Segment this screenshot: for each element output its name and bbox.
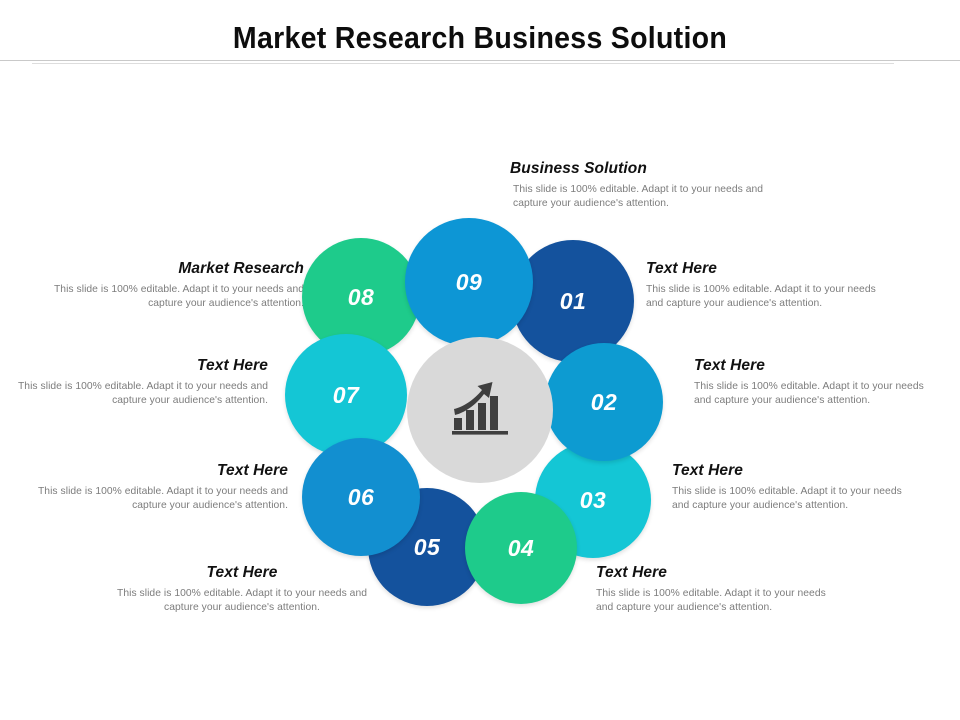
growth-bar-chart-icon (448, 380, 512, 440)
diagram-node-06-label: 06 (347, 483, 375, 510)
text-block-bottom-left: Text Here This slide is 100% editable. A… (112, 564, 372, 615)
text-block-business-solution: Business Solution This slide is 100% edi… (510, 160, 810, 211)
diagram-node-01-label: 01 (559, 287, 587, 314)
text-block-right-low-body: This slide is 100% editable. Adapt it to… (672, 486, 902, 511)
title-divider-inner (32, 63, 894, 64)
text-block-right-low: Text Here This slide is 100% editable. A… (672, 462, 960, 513)
page-title: Market Research Business Solution (232, 20, 728, 55)
text-block-left-low: Text Here This slide is 100% editable. A… (28, 462, 288, 513)
diagram-node-07[interactable]: 07 (285, 334, 407, 456)
text-block-left-mid: Text Here This slide is 100% editable. A… (8, 357, 268, 408)
text-block-right-low-heading: Text Here (672, 462, 743, 479)
diagram-node-01[interactable]: 01 (512, 240, 634, 362)
diagram-node-05-label: 05 (413, 533, 441, 560)
text-block-right-top-heading: Text Here (646, 260, 717, 277)
diagram-node-04-label: 04 (507, 534, 535, 561)
diagram-node-02[interactable]: 02 (545, 343, 663, 461)
text-block-left-low-body: This slide is 100% editable. Adapt it to… (37, 486, 288, 511)
text-block-right-mid: Text Here This slide is 100% editable. A… (694, 357, 960, 408)
text-block-market-research-heading: Market Research (178, 260, 304, 277)
text-block-left-mid-body: This slide is 100% editable. Adapt it to… (17, 381, 268, 406)
text-block-bottom-left-body: This slide is 100% editable. Adapt it to… (116, 588, 368, 613)
text-block-right-mid-heading: Text Here (694, 357, 765, 374)
text-block-bottom-right-body: This slide is 100% editable. Adapt it to… (596, 588, 826, 613)
text-block-left-low-heading: Text Here (217, 462, 288, 479)
diagram-node-06[interactable]: 06 (302, 438, 420, 556)
diagram-node-09-label: 09 (455, 268, 483, 295)
text-block-market-research-body: This slide is 100% editable. Adapt it to… (53, 284, 304, 309)
diagram-node-02-label: 02 (590, 388, 618, 415)
text-block-business-solution-heading: Business Solution (510, 160, 647, 177)
center-hub (407, 337, 553, 483)
text-block-bottom-left-heading: Text Here (206, 564, 278, 581)
diagram-node-08-label: 08 (347, 283, 375, 310)
text-block-right-mid-body: This slide is 100% editable. Adapt it to… (694, 381, 924, 406)
text-block-business-solution-body: This slide is 100% editable. Adapt it to… (513, 184, 764, 209)
text-block-right-top-body: This slide is 100% editable. Adapt it to… (646, 284, 876, 309)
text-block-bottom-right: Text Here This slide is 100% editable. A… (596, 564, 896, 615)
diagram-node-09[interactable]: 09 (405, 218, 533, 346)
diagram-node-03-label: 03 (579, 486, 607, 513)
text-block-market-research: Market Research This slide is 100% edita… (44, 260, 304, 311)
text-block-left-mid-heading: Text Here (197, 357, 268, 374)
title-divider-outer (0, 60, 960, 61)
diagram-node-07-label: 07 (332, 381, 360, 408)
text-block-right-top: Text Here This slide is 100% editable. A… (646, 260, 946, 311)
circular-diagram: 08 09 01 02 03 04 05 06 (280, 210, 680, 610)
text-block-bottom-right-heading: Text Here (596, 564, 667, 581)
diagram-node-04[interactable]: 04 (465, 492, 577, 604)
